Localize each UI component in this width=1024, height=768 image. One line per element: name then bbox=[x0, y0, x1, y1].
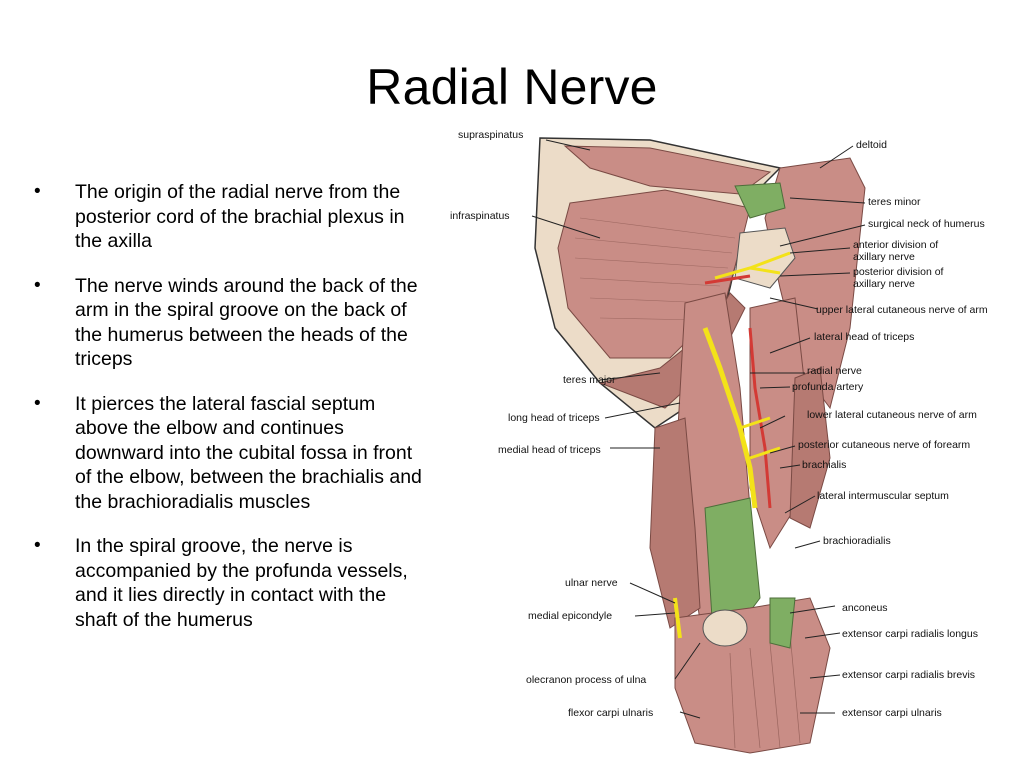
label-lateral-intermuscular-septum: lateral intermuscular septum bbox=[817, 490, 949, 502]
profunda-artery bbox=[748, 327, 772, 509]
bullet-glyph: • bbox=[34, 535, 41, 556]
bullet-item: • It pierces the lateral fascial septum a… bbox=[34, 392, 429, 515]
label-lower-lateral-cutaneous: lower lateral cutaneous nerve of arm bbox=[807, 409, 977, 421]
label-supraspinatus: supraspinatus bbox=[458, 129, 523, 141]
label-upper-lateral-cutaneous: upper lateral cutaneous nerve of arm bbox=[816, 304, 988, 316]
label-ec-ulnaris: extensor carpi ulnaris bbox=[842, 707, 942, 719]
arm-diagram-svg: supraspinatus infraspinatus teres major … bbox=[450, 129, 988, 754]
teres-major-muscle bbox=[598, 292, 746, 409]
label-teres-minor: teres minor bbox=[868, 196, 921, 208]
label-brachioradialis: brachioradialis bbox=[823, 535, 891, 547]
bullet-glyph: • bbox=[34, 274, 41, 296]
anatomy-illustration: supraspinatus infraspinatus teres major … bbox=[450, 128, 1024, 755]
bullet-item: • The nerve winds around the back of the … bbox=[34, 274, 429, 372]
triceps-tendon bbox=[704, 497, 761, 619]
bullet-item: • In the spiral groove, the nerve is acco… bbox=[34, 534, 429, 632]
label-ulnar-nerve: ulnar nerve bbox=[565, 577, 618, 589]
label-medial-head-triceps: medial head of triceps bbox=[498, 444, 601, 456]
label-anconeus: anconeus bbox=[842, 602, 888, 614]
label-deltoid: deltoid bbox=[856, 139, 887, 151]
olecranon-bone bbox=[702, 609, 748, 647]
label-teres-major: teres major bbox=[563, 374, 616, 386]
slide-title: Radial Nerve bbox=[366, 59, 658, 115]
triceps-medial-head bbox=[649, 417, 701, 629]
radial-nerve-branch bbox=[739, 416, 781, 460]
ulnar-nerve bbox=[673, 597, 682, 639]
bullet-text: In the spiral groove, the nerve is accom… bbox=[75, 535, 408, 631]
label-radial-nerve: radial nerve bbox=[807, 365, 862, 377]
bullet-item: • The origin of the radial nerve from the… bbox=[34, 180, 429, 254]
bullet-list: • The origin of the radial nerve from the… bbox=[34, 180, 429, 652]
label-long-head-triceps: long head of triceps bbox=[508, 412, 600, 424]
label-lateral-head-triceps: lateral head of triceps bbox=[814, 331, 914, 343]
label-brachialis: brachialis bbox=[802, 459, 846, 471]
brachialis-muscle bbox=[789, 367, 831, 529]
label-posterior-division-1: posterior division of bbox=[853, 266, 944, 278]
label-olecranon: olecranon process of ulna bbox=[526, 674, 646, 686]
label-anterior-division-2: axillary nerve bbox=[853, 251, 915, 263]
label-flexor-carpi-ulnaris: flexor carpi ulnaris bbox=[568, 707, 653, 719]
bullet-text: The nerve winds around the back of the a… bbox=[75, 274, 418, 371]
lateral-epicondyle-tendon bbox=[769, 597, 796, 649]
bullet-text: The origin of the radial nerve from the … bbox=[75, 181, 405, 252]
teres-minor-muscle bbox=[734, 182, 786, 219]
label-infraspinatus: infraspinatus bbox=[450, 210, 510, 222]
label-ecr-longus: extensor carpi radialis longus bbox=[842, 628, 978, 640]
bullet-text: It pierces the lateral fascial septum ab… bbox=[75, 392, 422, 513]
axillary-artery bbox=[704, 274, 751, 285]
label-posterior-division-2: axillary nerve bbox=[853, 278, 915, 290]
label-profunda-artery: profunda artery bbox=[792, 381, 864, 393]
label-ecr-brevis: extensor carpi radialis brevis bbox=[842, 669, 975, 681]
bullet-glyph: • bbox=[34, 181, 41, 202]
label-surgical-neck: surgical neck of humerus bbox=[868, 218, 985, 230]
label-medial-epicondyle: medial epicondyle bbox=[528, 610, 612, 622]
axillary-nerve bbox=[714, 251, 791, 280]
label-posterior-cutaneous-forearm: posterior cutaneous nerve of forearm bbox=[798, 439, 970, 451]
bullet-glyph: • bbox=[34, 392, 41, 414]
label-anterior-division-1: anterior division of bbox=[853, 239, 938, 251]
